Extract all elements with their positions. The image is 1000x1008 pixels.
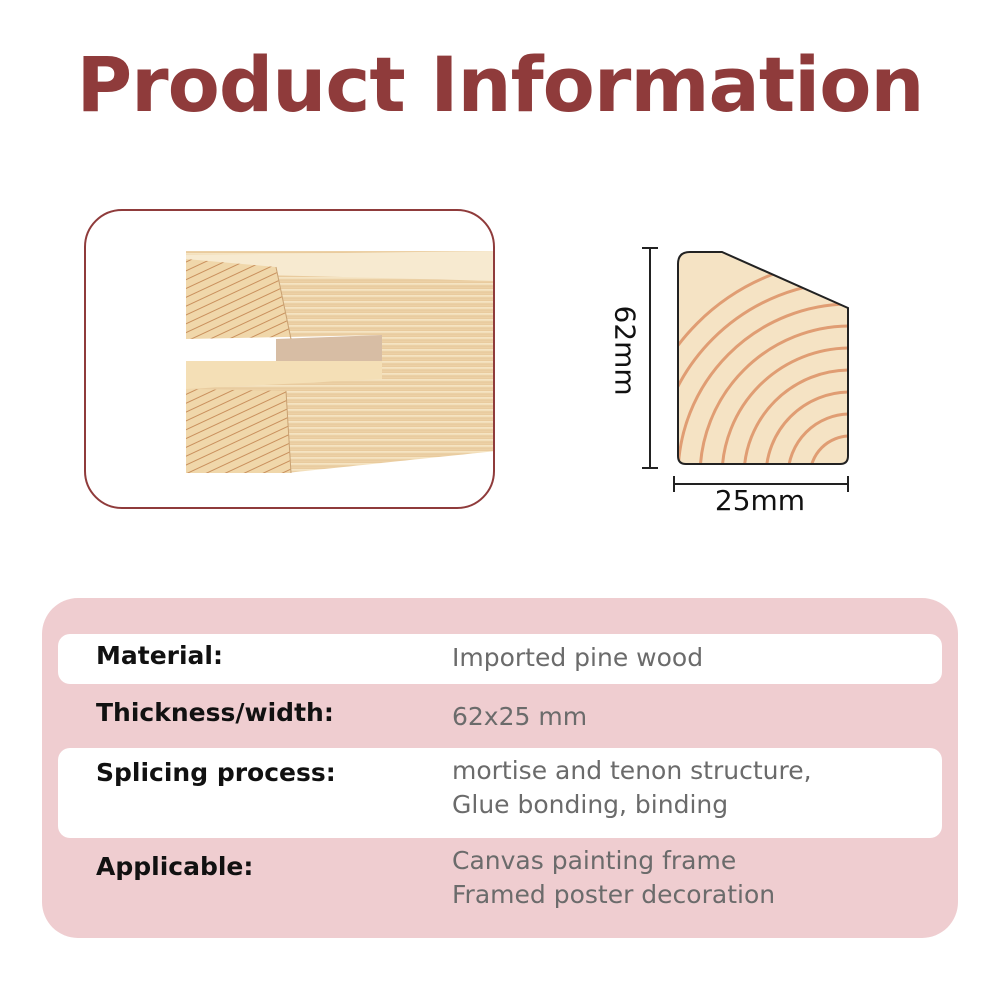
- cross-section-svg: [642, 247, 849, 492]
- spec-value: Framed poster decoration: [452, 880, 776, 909]
- spec-value: Glue bonding, binding: [452, 790, 729, 819]
- spec-row-splicing: Splicing process: mortise and tenon stru…: [58, 748, 942, 838]
- wood-bar-photo: [84, 209, 495, 509]
- page-title: Product Information: [76, 40, 924, 129]
- spec-value: mortise and tenon structure,: [452, 756, 812, 785]
- spec-row-material: Material: Imported pine wood: [58, 634, 942, 684]
- spec-label: Material:: [96, 641, 223, 670]
- spec-panel: Material: Imported pine wood Thickness/w…: [42, 598, 958, 938]
- cross-section-diagram: 62mm 25mm: [600, 236, 880, 526]
- spec-row-applicable: Applicable: Canvas painting frame Framed…: [58, 846, 942, 926]
- height-dimension-label: 62mm: [608, 305, 642, 396]
- wood-bar-illustration: [186, 251, 493, 474]
- spec-value: 62x25 mm: [452, 702, 588, 731]
- width-dimension-label: 25mm: [714, 484, 806, 517]
- spec-label: Thickness/width:: [96, 698, 334, 727]
- spec-value: Canvas painting frame: [452, 846, 737, 875]
- spec-label: Applicable:: [96, 852, 254, 881]
- spec-value: Imported pine wood: [452, 643, 704, 672]
- spec-label: Splicing process:: [96, 758, 336, 787]
- spec-row-thickness: Thickness/width: 62x25 mm: [58, 694, 942, 744]
